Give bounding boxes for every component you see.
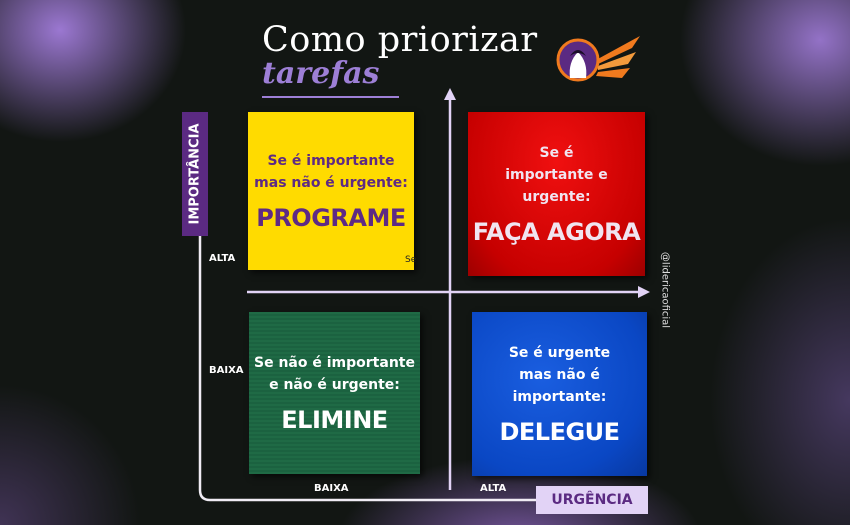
page-title: Como priorizar — [262, 20, 538, 60]
importance-low: BAIXA — [209, 365, 244, 376]
quadrant-action: FAÇA AGORA — [472, 218, 641, 246]
quadrant-programe: Se é importante mas não é urgente: PROGR… — [248, 112, 414, 270]
title-underline — [262, 96, 399, 98]
quadrant-delegue: Se é urgente mas não é importante: DELEG… — [472, 312, 647, 476]
urgency-label: URGÊNCIA — [536, 486, 648, 514]
stray-text: Se — [405, 255, 417, 265]
l-bracket — [198, 236, 536, 502]
importance-high: ALTA — [209, 253, 236, 264]
social-handle: @lidericaoficial — [659, 251, 671, 329]
quadrant-desc: Se não é importante e não é urgente: — [254, 355, 415, 393]
importance-text: IMPORTÂNCIA — [187, 123, 203, 225]
quadrant-faca-agora: Se é importante e urgente: FAÇA AGORA — [468, 112, 645, 276]
horizontal-arrowhead — [638, 286, 650, 298]
quadrant-desc: Se é importante mas não é urgente: — [254, 153, 408, 191]
logo-icon — [556, 36, 640, 82]
importance-label: IMPORTÂNCIA — [182, 112, 208, 236]
quadrant-action: DELEGUE — [499, 418, 620, 446]
vertical-arrowhead — [444, 88, 456, 100]
quadrant-action: PROGRAME — [256, 204, 406, 232]
quadrant-action: ELIMINE — [281, 406, 388, 434]
urgency-low: BAIXA — [314, 483, 349, 494]
quadrant-elimine: Se não é importante e não é urgente: ELI… — [249, 312, 420, 474]
page-subtitle: tarefas — [262, 56, 380, 91]
quadrant-desc: Se é importante e urgente: — [505, 145, 608, 205]
urgency-high: ALTA — [480, 483, 507, 494]
quadrant-desc: Se é urgente mas não é importante: — [508, 345, 611, 405]
